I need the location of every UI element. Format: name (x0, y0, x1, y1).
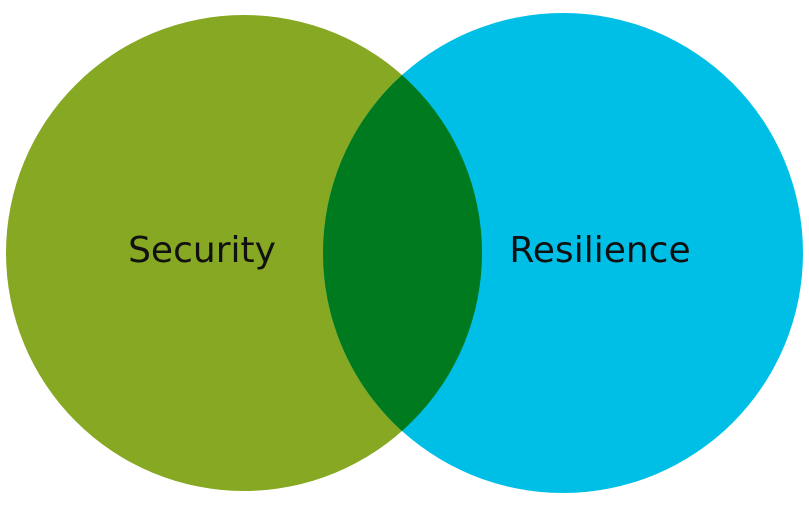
resilience-label: Resilience (509, 230, 690, 271)
security-label: Security (128, 230, 276, 271)
intersection-region (323, 15, 482, 491)
